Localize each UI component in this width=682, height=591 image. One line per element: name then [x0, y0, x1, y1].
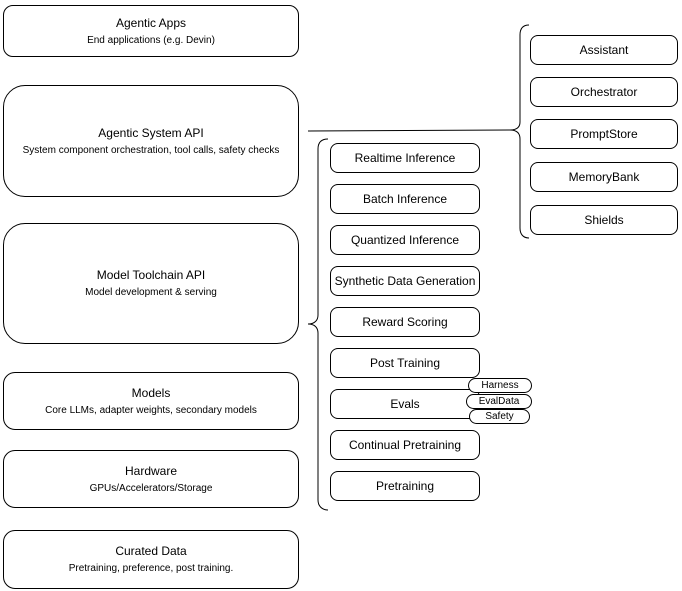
node-batch-inference: Batch Inference — [330, 184, 480, 214]
node-subtitle: Pretraining, preference, post training. — [68, 563, 234, 574]
node-title: Curated Data — [115, 544, 187, 558]
tag-label: EvalData — [478, 396, 520, 407]
node-synthetic-data-generation: Synthetic Data Generation — [330, 266, 480, 296]
node-shields: Shields — [530, 205, 678, 235]
node-subtitle: Model development & serving — [85, 287, 217, 298]
node-label: Post Training — [369, 356, 441, 370]
tag-evaldata: EvalData — [466, 394, 532, 409]
node-subtitle: GPUs/Accelerators/Storage — [89, 482, 213, 494]
node-model-toolchain-api: Model Toolchain API Model development & … — [3, 223, 299, 344]
node-title: Model Toolchain API — [96, 268, 206, 282]
node-agentic-apps: Agentic Apps End applications (e.g. Devi… — [3, 5, 299, 57]
node-label: Batch Inference — [362, 192, 448, 206]
node-label: Quantized Inference — [350, 233, 460, 247]
node-title: Models — [131, 385, 171, 400]
node-subtitle: End applications (e.g. Devin) — [87, 34, 215, 46]
system-api-connector-line — [307, 129, 511, 132]
toolchain-brace — [307, 138, 329, 511]
node-label: Reward Scoring — [362, 315, 448, 329]
tag-harness: Harness — [468, 378, 532, 393]
node-label: Assistant — [579, 43, 629, 57]
node-label: Realtime Inference — [354, 151, 456, 165]
node-promptstore: PromptStore — [530, 119, 678, 149]
node-subtitle: System component orchestration, tool cal… — [22, 144, 280, 156]
node-label: PromptStore — [570, 127, 638, 141]
node-subtitle: Core LLMs, adapter weights, secondary mo… — [45, 404, 257, 416]
tag-label: Safety — [485, 411, 514, 422]
node-realtime-inference: Realtime Inference — [330, 143, 480, 173]
node-title: Agentic Apps — [115, 15, 187, 30]
node-memorybank: MemoryBank — [530, 162, 678, 192]
tag-safety: Safety — [469, 409, 530, 424]
node-reward-scoring: Reward Scoring — [330, 307, 480, 337]
node-title: Agentic System API — [98, 125, 204, 140]
node-label: Orchestrator — [570, 85, 638, 99]
node-assistant: Assistant — [530, 35, 678, 65]
node-quantized-inference: Quantized Inference — [330, 225, 480, 255]
system-components-brace — [509, 24, 530, 239]
node-models: Models Core LLMs, adapter weights, secon… — [3, 372, 299, 430]
node-title: Hardware — [124, 463, 178, 478]
node-orchestrator: Orchestrator — [530, 77, 678, 107]
node-label: MemoryBank — [568, 170, 640, 184]
node-label: Pretraining — [375, 479, 435, 493]
node-continual-pretraining: Continual Pretraining — [330, 430, 480, 460]
node-hardware: Hardware GPUs/Accelerators/Storage — [3, 450, 299, 508]
node-agentic-system-api: Agentic System API System component orch… — [3, 85, 299, 197]
node-pretraining: Pretraining — [330, 471, 480, 501]
node-label: Synthetic Data Generation — [334, 274, 476, 288]
node-post-training: Post Training — [330, 348, 480, 378]
node-label: Evals — [390, 397, 420, 411]
tag-label: Harness — [481, 380, 519, 391]
node-evals: Evals — [330, 389, 480, 419]
node-curated-data: Curated Data Pretraining, preference, po… — [3, 530, 299, 589]
node-label: Continual Pretraining — [348, 438, 462, 452]
node-label: Shields — [584, 213, 624, 227]
